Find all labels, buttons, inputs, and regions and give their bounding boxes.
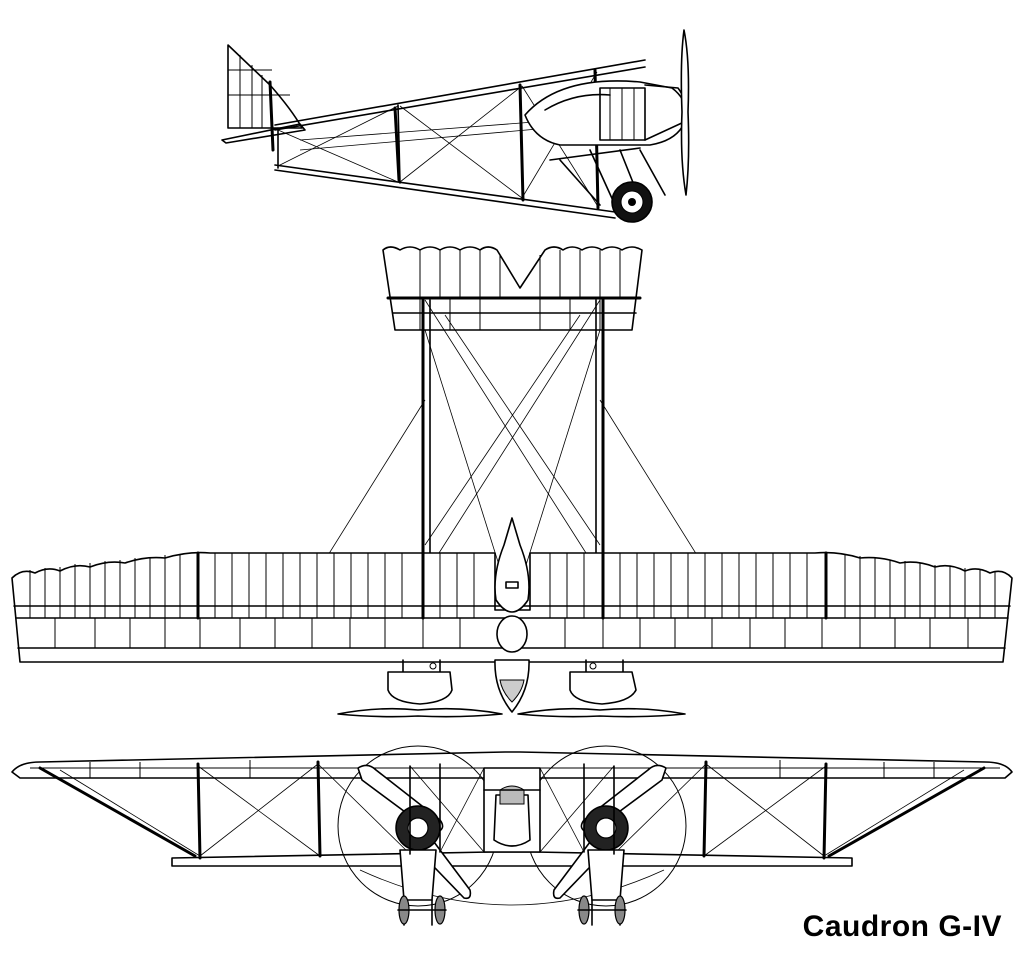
nacelle-top [494,517,530,713]
tail-booms-top [299,296,726,602]
cabane-bracing [409,763,615,855]
top-view [11,246,1013,718]
front-nacelle [483,767,541,853]
landing-gear-side [549,147,666,223]
front-view [11,745,1013,926]
nacelle [524,80,688,146]
drawing-title: Caudron G-IV [802,910,1002,943]
front-lower-wing [171,851,853,867]
engine-nacelle-right-top [517,659,686,718]
propeller-side [680,29,690,196]
tail-rudder [221,44,306,152]
front-struts [38,760,986,860]
wing-ribs [29,551,996,648]
left-engine [357,764,472,926]
right-engine [552,764,667,926]
side-view [221,29,690,223]
engine-nacelle-left-top [337,659,503,718]
